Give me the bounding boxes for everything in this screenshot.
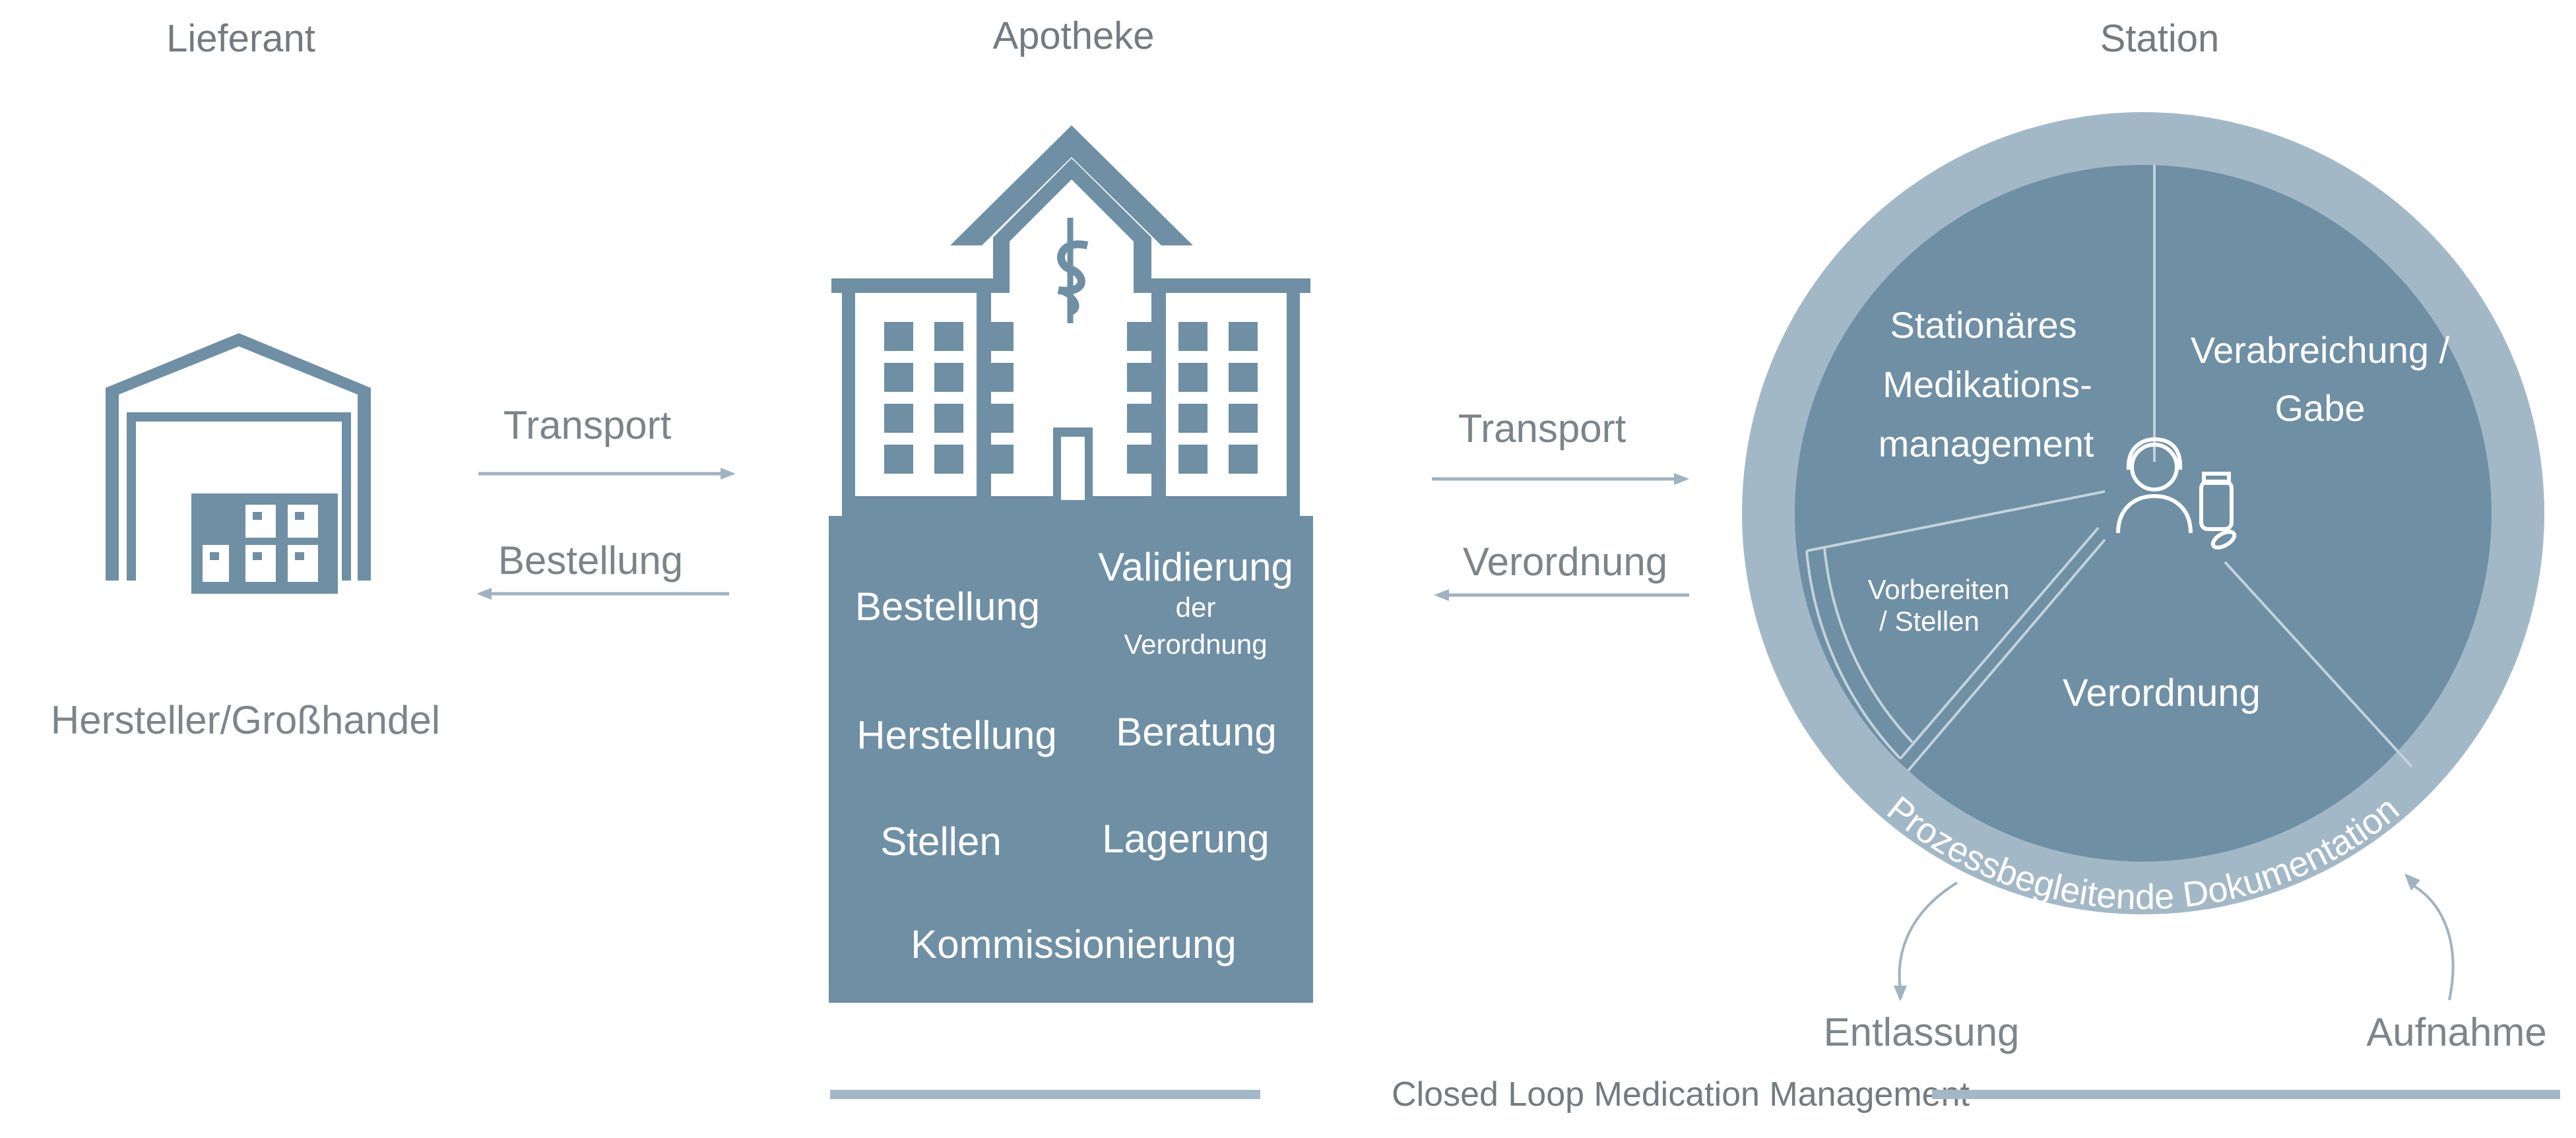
footer-line-left — [830, 1090, 1260, 1099]
supplier-title: Lieferant — [166, 17, 315, 60]
segment-verordnung: Verordnung — [2063, 672, 2261, 714]
pharmacy-building-icon — [829, 125, 1313, 1003]
task-bestellung: Bestellung — [855, 585, 1040, 629]
flow-transport-right-label: Transport — [1458, 406, 1626, 451]
footer-line-right — [1932, 1090, 2560, 1099]
task-validierung: Validierung — [1098, 545, 1293, 589]
footer-title: Closed Loop Medication Management — [1392, 1075, 1970, 1114]
station-inner-circle — [1795, 165, 2492, 862]
flow-bestellung-label: Bestellung — [498, 538, 683, 583]
pharmacy-tasks-panel — [829, 516, 1313, 1003]
segment-stationaeres-line3: management — [1879, 423, 2094, 464]
ward-title: Station — [2100, 17, 2220, 60]
discharge-arrow-icon — [1894, 881, 1958, 1001]
arrow-left-icon — [1434, 589, 1689, 601]
discharge-label: Entlassung — [1824, 1010, 2020, 1054]
task-kommissionierung: Kommissionierung — [911, 922, 1237, 966]
admission-label: Aufnahme — [2366, 1010, 2547, 1054]
task-lagerung: Lagerung — [1102, 817, 1270, 861]
segment-vorbereiten-line2: / Stellen — [1879, 606, 1980, 637]
task-herstellung: Herstellung — [856, 713, 1057, 757]
task-beratung: Beratung — [1116, 710, 1277, 754]
task-validierung-verordnung: Verordnung — [1124, 629, 1267, 660]
task-stellen: Stellen — [880, 819, 1001, 864]
arrow-left-icon — [476, 588, 729, 600]
segment-stationaeres-line1: Stationäres — [1890, 304, 2077, 346]
segment-stationaeres-line2: Medikations- — [1883, 364, 2092, 405]
segment-vorbereiten-line1: Vorbereiten — [1868, 574, 2010, 605]
flow-transport-left-label: Transport — [503, 403, 672, 447]
admission-arrow-icon — [2404, 873, 2455, 1001]
task-validierung-der: der — [1176, 592, 1216, 623]
segment-verabreichung-line2: Gabe — [2275, 387, 2366, 429]
supplier-caption: Hersteller/Großhandel — [51, 698, 440, 742]
nurse-with-medicine-icon — [2116, 437, 2237, 550]
flow-verordnung-label: Verordnung — [1463, 540, 1667, 584]
station-cycle: Stationäres Medikations- management Vera… — [1742, 112, 2544, 917]
warehouse-icon — [106, 333, 371, 594]
segment-verabreichung-line1: Verabreichung / — [2191, 329, 2450, 371]
pharmacy-title: Apotheke — [992, 15, 1154, 57]
arrow-right-icon — [478, 468, 736, 480]
arrow-right-icon — [1432, 473, 1689, 485]
caduceus-icon — [1057, 218, 1089, 323]
